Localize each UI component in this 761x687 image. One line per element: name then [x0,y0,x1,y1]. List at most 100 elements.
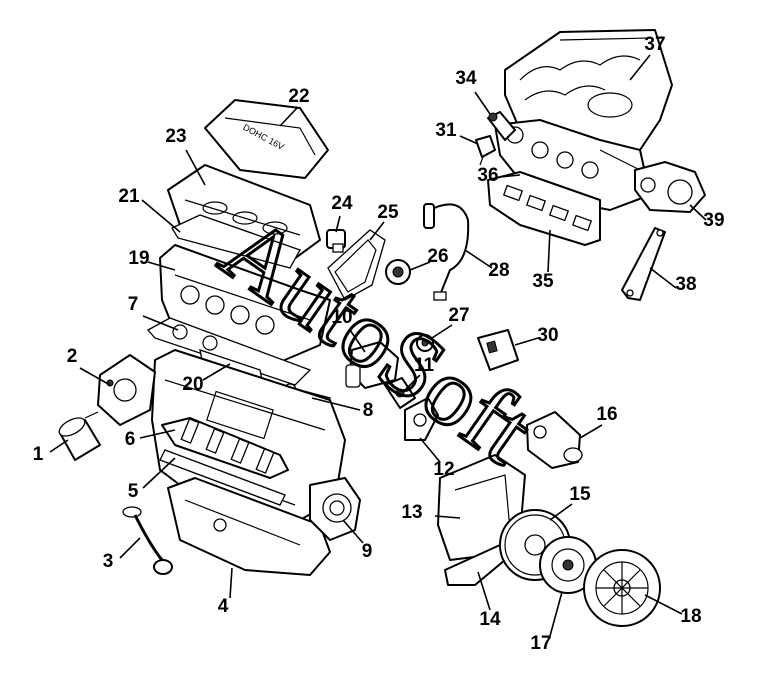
pressure-plate [583,549,661,627]
callout-label-38: 38 [675,274,696,295]
callout-leader-1 [49,439,69,453]
callout-leader-5 [142,457,176,489]
callout-label-31: 31 [435,120,457,141]
intake-manifold-upper [504,29,673,151]
bracket [621,227,666,301]
callout-leader-9 [342,519,364,544]
callout-leader-21 [141,199,181,233]
intake-manifold-lower [494,119,651,211]
callout-leader-15 [549,503,573,521]
callout-label-6: 6 [125,429,136,450]
callout-label-21: 21 [118,186,140,207]
callout-label-35: 35 [532,271,554,292]
callout-label-16: 16 [596,404,617,425]
callout-leader-12 [419,437,441,463]
timing-belt [327,229,386,301]
throttle-body [634,161,706,213]
callout-leader-28 [464,249,493,269]
callout-leader-26 [409,261,431,271]
callout-label-9: 9 [362,541,373,562]
callout-leader-14 [477,571,491,611]
callout-label-8: 8 [363,400,374,421]
callout-leader-35 [547,229,551,273]
callout-leader-34 [474,91,491,115]
oil-dipstick [122,506,173,575]
control-module [477,329,519,371]
callout-leader-10 [349,329,366,353]
callout-label-22: 22 [288,86,309,107]
starter-motor [526,411,583,469]
callout-label-20: 20 [182,374,203,395]
sensor-34 [487,111,516,141]
callout-label-5: 5 [128,481,139,502]
callout-leader-18 [644,594,683,615]
oil-filler-cap [326,229,346,253]
callout-leader-31 [459,135,479,145]
callout-label-39: 39 [703,210,724,231]
callout-label-30: 30 [537,325,558,346]
callout-leader-25 [369,221,385,241]
callout-label-13: 13 [401,502,422,523]
ignition-lead [423,203,470,301]
callout-label-34: 34 [455,68,477,89]
valve-cover-gasket [171,214,301,269]
cylinder-head [159,244,331,363]
callout-label-27: 27 [448,305,469,326]
callout-label-18: 18 [680,606,701,627]
callout-leader-11 [404,374,421,391]
thermostat-housing [384,377,416,409]
callout-leader-8 [311,397,361,411]
callout-label-23: 23 [165,126,186,147]
callout-leader-37 [629,54,651,81]
callout-label-24: 24 [331,193,353,214]
callout-label-17: 17 [530,633,551,654]
callout-leader-39 [689,204,707,221]
callout-label-25: 25 [377,202,399,223]
callout-leader-20 [202,363,231,381]
sensor-31 [475,135,496,166]
callout-leader-19 [147,261,176,271]
callout-label-28: 28 [488,260,509,281]
sensor-27 [416,334,434,352]
callout-label-7: 7 [128,294,139,315]
oil-pump [97,354,156,426]
bearing-caps [159,449,286,506]
oil-pan [167,477,331,576]
intake-gasket [487,171,601,246]
oil-filter [58,411,101,461]
callout-label-19: 19 [128,248,149,269]
water-outlet [404,397,439,441]
callout-leader-3 [119,537,141,559]
callout-label-2: 2 [67,346,78,367]
callout-leader-13 [434,515,461,519]
callout-label-3: 3 [103,551,114,572]
callout-leader-23 [185,149,206,186]
engine-cover: DOHC 16V [204,99,329,179]
callout-label-15: 15 [569,484,591,505]
callout-leader-36 [499,174,521,178]
callout-label-26: 26 [427,246,448,267]
callout-label-11: 11 [414,355,435,376]
callout-leader-22 [279,107,298,127]
callout-leader-17 [549,591,563,637]
callout-label-14: 14 [479,609,501,630]
callout-label-10: 10 [331,307,352,328]
callout-leader-27 [431,324,453,339]
callout-label-1: 1 [33,444,44,465]
head-gasket [146,317,312,386]
callout-leader-7 [142,315,179,331]
lower-plate [444,544,506,586]
callout-leader-2 [79,367,111,386]
callout-label-4: 4 [218,596,229,617]
callout-label-36: 36 [477,165,498,186]
callout-leader-4 [229,567,233,599]
callout-label-12: 12 [433,459,454,480]
callout-leader-30 [514,337,539,346]
callout-leader-38 [649,267,677,289]
callout-leader-6 [139,429,176,439]
callout-label-37: 37 [644,34,665,55]
callout-leader-24 [335,215,341,233]
